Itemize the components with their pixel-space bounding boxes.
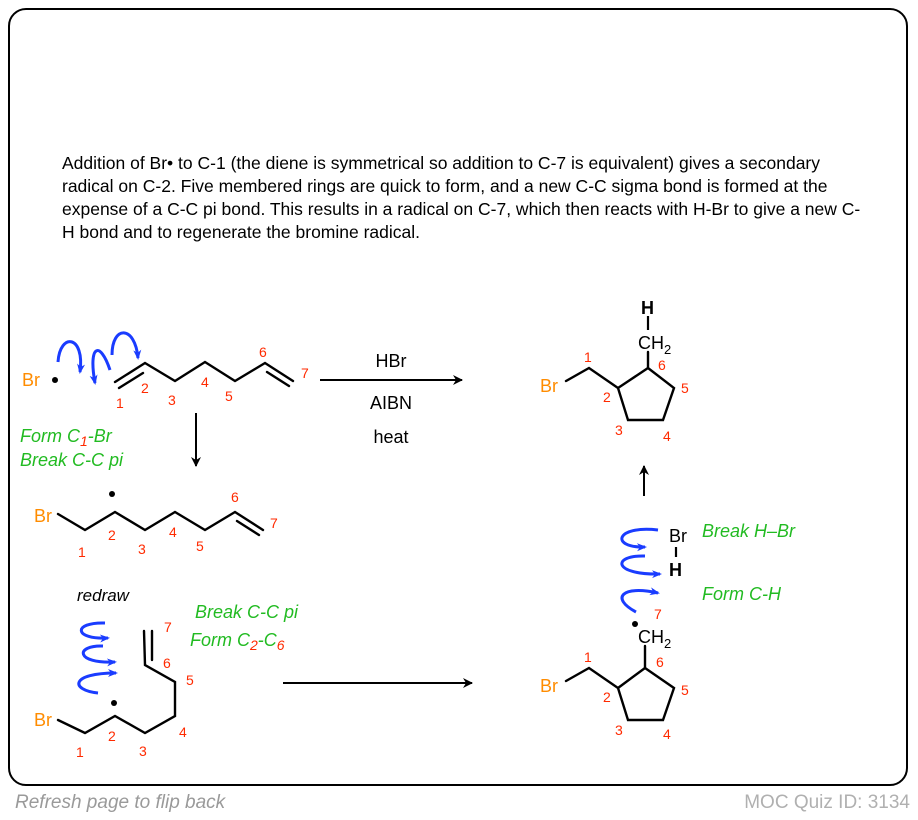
card-frame <box>8 8 908 786</box>
step2-form-label: Form C2-C6 <box>190 630 285 653</box>
curly-arrow-icon <box>89 349 112 385</box>
carbon-number: 5 <box>681 380 689 396</box>
carbon-number: 3 <box>615 722 623 738</box>
carbon-number: 4 <box>663 726 671 742</box>
curly-arrow-icon <box>82 644 117 667</box>
carbon-number: 1 <box>116 395 124 411</box>
radical-dot <box>632 621 638 627</box>
bromine-label: Br <box>540 676 558 696</box>
carbon-number: 4 <box>663 428 671 444</box>
h-label: H <box>641 298 654 318</box>
radical-dot <box>109 491 115 497</box>
bromine-label: Br <box>34 506 52 526</box>
carbon-number: 3 <box>168 392 176 408</box>
reagent-hbr: HBr <box>376 351 407 371</box>
mechanism-description: Addition of Br• to C-1 (the diene is sym… <box>62 153 861 242</box>
carbon-number: 7 <box>270 515 278 531</box>
redrawn-radical: redraw Break C-C pi Form C2-C6 Br 1 2 3 … <box>34 586 299 760</box>
curly-arrow-icon <box>620 527 659 552</box>
curly-arrow-icon <box>620 554 662 579</box>
product-bromomethyl-methylcyclopentane: Br CH2 H 1 2 3 4 5 6 <box>540 298 689 444</box>
carbon-number: 4 <box>179 724 187 740</box>
carbon-number: 5 <box>225 388 233 404</box>
curly-arrow-icon <box>56 340 86 374</box>
step1-form-label: Form C1-Br <box>20 426 113 449</box>
ch2-label: CH2 <box>638 627 671 651</box>
bromine-label: Br <box>540 376 558 396</box>
carbon-number: 4 <box>169 524 177 540</box>
step3-form-label: Form C-H <box>702 584 782 604</box>
reaction-arrow: HBr AIBN heat <box>320 351 463 447</box>
bromine-label: Br <box>34 710 52 730</box>
carbon-number: 6 <box>259 344 267 360</box>
carbon-number: 6 <box>656 654 664 670</box>
step3-break-label: Break H–Br <box>702 521 796 541</box>
cyclized-radical: Br CH2 7 1 2 3 4 5 6 Br H Break H–Br For… <box>540 521 796 742</box>
carbon-number: 1 <box>78 544 86 560</box>
radical-dot <box>111 700 117 706</box>
curly-arrow-icon <box>110 331 142 360</box>
carbon-number: 5 <box>186 672 194 688</box>
carbon-number: 2 <box>141 380 149 396</box>
curly-arrow-icon <box>79 621 110 643</box>
reagent-heat: heat <box>373 427 408 447</box>
carbon-number: 4 <box>201 374 209 390</box>
step2-break-label: Break C-C pi <box>195 602 299 622</box>
hbr-br-label: Br <box>669 526 687 546</box>
reagent-aibn: AIBN <box>370 393 412 413</box>
quiz-id: MOC Quiz ID: 3134 <box>744 792 910 813</box>
bromine-label: Br <box>22 370 40 390</box>
carbon-number: 2 <box>603 389 611 405</box>
carbon-number: 7 <box>654 606 662 622</box>
carbon-number: 5 <box>681 682 689 698</box>
ch2-label: CH2 <box>638 333 671 357</box>
starting-diene: Br 1 2 3 4 5 6 7 <box>22 331 309 411</box>
step1-break-label: Break C-C pi <box>20 450 124 470</box>
carbon-number: 5 <box>196 538 204 554</box>
redraw-label: redraw <box>77 586 131 605</box>
carbon-number: 1 <box>76 744 84 760</box>
carbon-number: 2 <box>108 728 116 744</box>
carbon-number: 3 <box>615 422 623 438</box>
curly-arrow-icon <box>77 669 118 695</box>
carbon-number: 1 <box>584 649 592 665</box>
carbon-number: 6 <box>231 489 239 505</box>
radical-dot <box>52 377 58 383</box>
carbon-number: 2 <box>603 689 611 705</box>
secondary-radical: Br 1 2 3 4 5 6 7 <box>34 489 278 560</box>
carbon-number: 7 <box>164 619 172 635</box>
carbon-number: 1 <box>584 349 592 365</box>
carbon-number: 3 <box>138 541 146 557</box>
curly-arrow-icon <box>620 587 660 614</box>
hbr-h-label: H <box>669 560 682 580</box>
refresh-hint: Refresh page to flip back <box>15 792 226 813</box>
carbon-number: 6 <box>658 357 666 373</box>
carbon-number: 6 <box>163 655 171 671</box>
carbon-number: 2 <box>108 527 116 543</box>
carbon-number: 3 <box>139 743 147 759</box>
carbon-number: 7 <box>301 365 309 381</box>
